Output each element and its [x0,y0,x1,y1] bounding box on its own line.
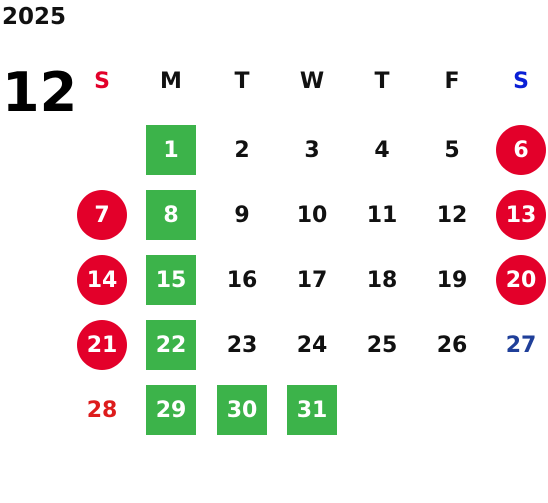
day-cell-27[interactable]: 27 [505,332,537,358]
day-cell-26[interactable]: 26 [436,332,468,358]
day-cell-8[interactable]: 8 [146,190,196,240]
day-cell-29[interactable]: 29 [146,385,196,435]
day-cell-11[interactable]: 11 [366,202,398,228]
day-cell-4[interactable]: 4 [374,137,390,163]
day-cell-25[interactable]: 25 [366,332,398,358]
day-cell-10[interactable]: 10 [296,202,328,228]
weekday-header-mon: M [160,68,182,94]
day-cell-22[interactable]: 22 [146,320,196,370]
day-cell-5[interactable]: 5 [444,137,460,163]
weekday-header-tue: T [234,68,250,94]
day-cell-31[interactable]: 31 [287,385,337,435]
day-cell-15[interactable]: 15 [146,255,196,305]
day-cell-7[interactable]: 7 [77,190,127,240]
day-cell-12[interactable]: 12 [436,202,468,228]
weekday-header-fri: F [444,68,460,94]
day-cell-19[interactable]: 19 [436,267,468,293]
day-cell-6[interactable]: 6 [496,125,546,175]
weekday-header-thu: T [374,68,390,94]
day-cell-18[interactable]: 18 [366,267,398,293]
weekday-header-sat: S [513,68,529,94]
day-cell-30[interactable]: 30 [217,385,267,435]
month-number: 12 [2,61,78,124]
day-cell-21[interactable]: 21 [77,320,127,370]
day-cell-14[interactable]: 14 [77,255,127,305]
year-label: 2025 [2,4,67,30]
day-cell-20[interactable]: 20 [496,255,546,305]
day-cell-3[interactable]: 3 [304,137,320,163]
day-cell-24[interactable]: 24 [296,332,328,358]
day-cell-1[interactable]: 1 [146,125,196,175]
day-cell-13[interactable]: 13 [496,190,546,240]
day-cell-28[interactable]: 28 [86,397,118,423]
day-cell-17[interactable]: 17 [296,267,328,293]
day-cell-9[interactable]: 9 [234,202,250,228]
weekday-header-wed: W [299,68,325,94]
day-cell-16[interactable]: 16 [226,267,258,293]
day-cell-2[interactable]: 2 [234,137,250,163]
weekday-header-sun: S [94,68,110,94]
day-cell-23[interactable]: 23 [226,332,258,358]
